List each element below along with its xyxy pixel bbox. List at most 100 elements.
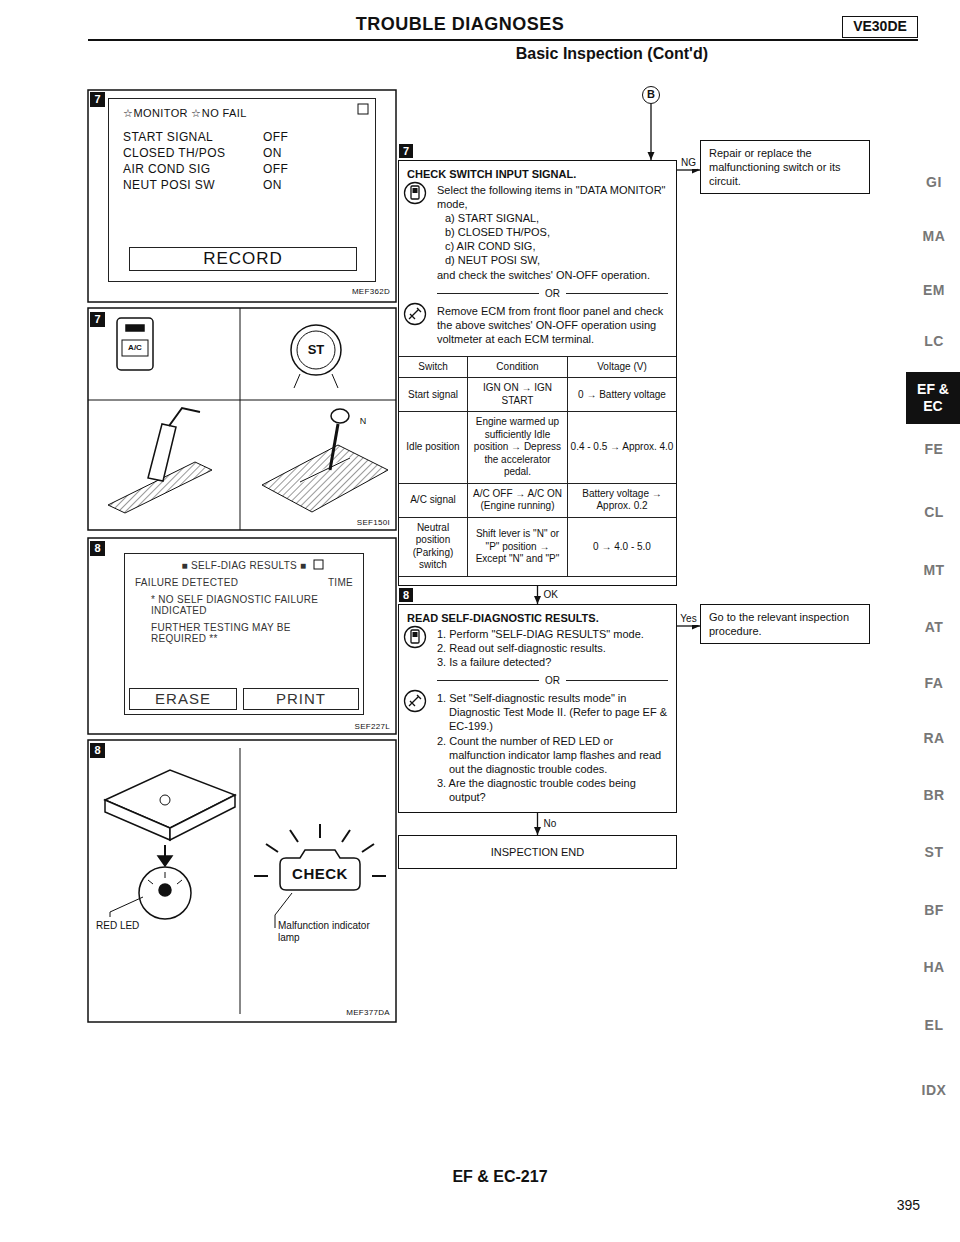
icon-screen: [413, 188, 418, 193]
section-tab-label: AT: [912, 619, 956, 635]
voltage-table: SwitchConditionVoltage (V)Start signalIG…: [399, 356, 676, 577]
node-text: OFF: [263, 162, 365, 176]
tester-icon: [403, 689, 427, 713]
table-cell: 0 → Battery voltage: [567, 378, 676, 412]
node-text: 7: [90, 92, 105, 107]
switch-panel: [88, 308, 396, 530]
consult-icon: [403, 181, 427, 205]
node-text: ☆MONITOR ☆NO FAIL: [123, 107, 365, 120]
part-label: Malfunction indicator lamp: [278, 920, 373, 944]
edge-label: No: [543, 818, 558, 830]
process-box: CHECK SWITCH INPUT SIGNAL. Select the fol…: [398, 160, 677, 586]
engine-code-box: VE30DE: [842, 16, 918, 38]
section-tab-label: CL: [912, 504, 956, 520]
node-text: Select the following items in "DATA MONI…: [437, 183, 668, 211]
edge-label: NG: [680, 157, 697, 169]
node-text: VE30DE: [843, 17, 917, 36]
checkbox: [358, 104, 368, 114]
tester-icon: [403, 302, 427, 326]
button-label: A/C: [123, 341, 147, 355]
node-text: 2. Read out self-diagnostic results.: [437, 641, 668, 655]
section-tab-label: BF: [912, 902, 956, 918]
flow-arrow: [648, 104, 655, 160]
section-tab-label: FE: [912, 441, 956, 457]
table-cell: A/C signal: [399, 484, 467, 518]
icon-probe: [409, 695, 421, 706]
table-cell: Shift lever is "N" or "P" position → Exc…: [467, 518, 567, 577]
section-tab-label: IDX: [912, 1082, 956, 1098]
or-text: OR: [539, 674, 566, 688]
table-cell: Switch: [399, 357, 467, 379]
arrow-line: [650, 104, 651, 160]
table-cell: 0.4 - 0.5 → Approx. 4.0: [567, 412, 676, 484]
panel-frame: [88, 90, 396, 302]
print-button: PRINT: [243, 688, 359, 710]
node-text: INSPECTION END: [407, 842, 668, 862]
table-cell: Start signal: [399, 378, 467, 412]
figure-code: MEF377DA: [312, 1008, 390, 1017]
node-text: 3. Is a failure detected?: [437, 655, 668, 669]
step-marker: 8: [90, 541, 105, 556]
node-text: 8: [399, 588, 413, 603]
node-text: Go to the relevant inspection procedure.: [709, 610, 861, 638]
node-text: B: [643, 87, 659, 102]
erase-button: ERASE: [129, 688, 237, 710]
key-label: ST: [304, 342, 328, 358]
edge-label: Yes: [679, 613, 697, 625]
node-text: d) NEUT POSI SW,: [437, 253, 668, 267]
node-text: EF & EC: [906, 381, 960, 415]
node-text: CHECK SWITCH INPUT SIGNAL.: [407, 167, 668, 181]
node-text: ERASE: [130, 689, 236, 708]
step-marker: 8: [399, 588, 413, 602]
arrow-head: [648, 152, 655, 160]
header-rule: [88, 39, 918, 41]
node-text: c) AIR COND SIG,: [437, 239, 668, 253]
icon-ring: [405, 183, 426, 204]
node-text: FURTHER TESTING MAY BE REQUIRED **: [151, 622, 321, 644]
node-text: START SIGNAL: [123, 130, 263, 144]
step-marker: 7: [90, 312, 105, 327]
checkbox: [314, 560, 323, 569]
table-cell: Neutral position (Parking) switch: [399, 518, 467, 577]
or-divider: OR: [437, 286, 668, 300]
page-code: EF & EC-217: [400, 1168, 600, 1186]
action-box: Go to the relevant inspection procedure.: [700, 604, 870, 644]
icon-screen: [413, 632, 418, 637]
icon-ring: [405, 627, 426, 648]
section-tab-label: LC: [912, 333, 956, 349]
record-button: RECORD: [129, 247, 357, 271]
flow-arrow: [534, 813, 541, 835]
self-diag-screen: ■ SELF-DIAG RESULTS ■FAILURE DETECTEDTIM…: [124, 553, 364, 715]
gear-label: N: [356, 416, 370, 426]
panel-frame: [88, 538, 396, 734]
table-cell: IGN ON → IGN START: [467, 378, 567, 412]
node-text: 2. Count the number of RED LED or malfun…: [437, 734, 668, 776]
figure-code: SEF227L: [320, 722, 390, 731]
table-cell: Battery voltage → Approx. 0.2: [567, 484, 676, 518]
node-text: * NO SELF DIAGNOSTIC FAILURE INDICATED: [151, 594, 321, 616]
node-text: 8: [90, 743, 105, 758]
node-text: FAILURE DETECTED: [135, 577, 328, 588]
node-text: 1. Perform "SELF-DIAG RESULTS" mode.: [437, 627, 668, 641]
figure-code: MEF362D: [320, 287, 390, 296]
node-text: CLOSED TH/POS: [123, 146, 263, 160]
node-text: 3. Are the diagnostic trouble codes bein…: [437, 776, 668, 804]
node-text: b) CLOSED TH/POS,: [437, 225, 668, 239]
decision-box: READ SELF-DIAGNOSTIC RESULTS.1. Perform …: [398, 604, 677, 813]
section-tab-label: EM: [912, 282, 956, 298]
section-tab: EF & EC: [906, 372, 960, 424]
table-cell: Engine warmed up sufficiently Idle posit…: [467, 412, 567, 484]
consult-icon: [403, 625, 427, 649]
node-text: AIR COND SIG: [123, 162, 263, 176]
page-title: TROUBLE DIAGNOSES: [300, 14, 620, 35]
node-text: 7: [90, 312, 105, 327]
section-tab-label: RA: [912, 730, 956, 746]
ecm-led-panel: [88, 740, 396, 1022]
icon-ring: [405, 691, 426, 712]
icon-body: [411, 186, 419, 199]
end-box: INSPECTION END: [398, 835, 677, 869]
node-text: ON: [263, 178, 365, 192]
icon-probe: [409, 308, 421, 319]
